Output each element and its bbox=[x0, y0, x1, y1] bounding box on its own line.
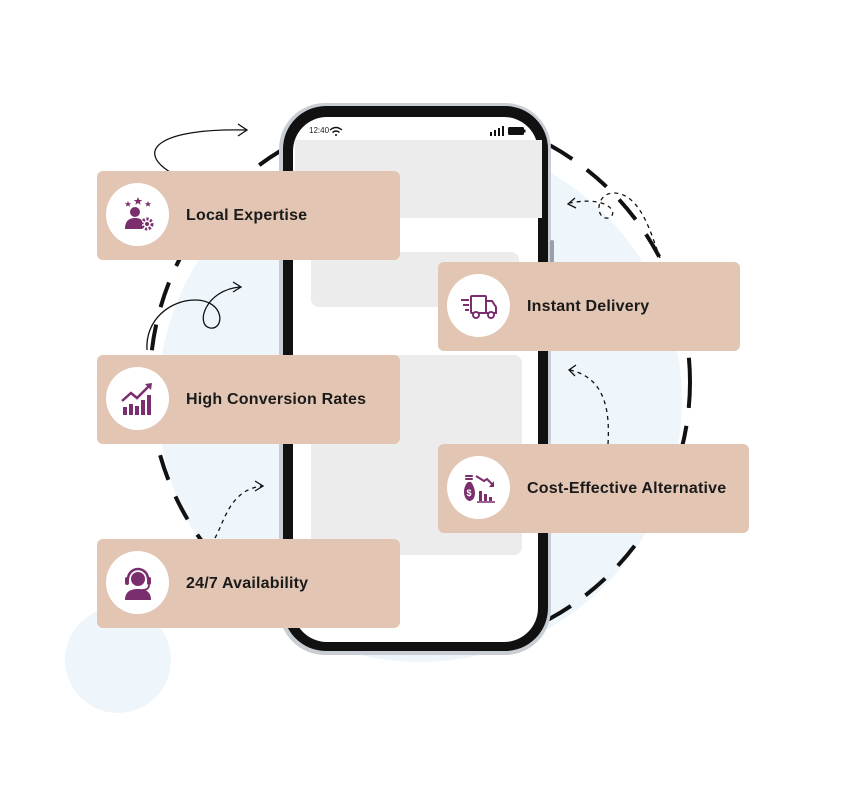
feature-card-local-expertise: Local Expertise bbox=[97, 171, 400, 260]
feature-label: Instant Delivery bbox=[527, 297, 650, 315]
top-swirl-arrow bbox=[154, 129, 247, 173]
growth-chart-icon bbox=[120, 382, 152, 415]
feature-card-high-conversion: High Conversion Rates bbox=[97, 355, 400, 444]
icon-badge: $ bbox=[447, 456, 510, 519]
headset-support-icon bbox=[124, 567, 151, 600]
feature-label: 24/7 Availability bbox=[186, 574, 309, 592]
wifi-icon bbox=[329, 126, 343, 136]
battery-icon bbox=[508, 127, 526, 135]
loop-arrow bbox=[146, 286, 241, 351]
icon-badge bbox=[106, 183, 169, 246]
dashed-arrow-top-right bbox=[569, 192, 661, 259]
money-bag-decline-icon: $ bbox=[463, 474, 495, 503]
small-accent-circle bbox=[65, 607, 171, 713]
icon-badge bbox=[447, 274, 510, 337]
status-bar-time: 12:40 bbox=[309, 126, 330, 135]
feature-label: Cost-Effective Alternative bbox=[527, 479, 727, 497]
feature-label: Local Expertise bbox=[186, 206, 308, 224]
expert-user-gear-icon bbox=[124, 196, 153, 230]
icon-badge bbox=[106, 551, 169, 614]
signal-icon bbox=[490, 126, 504, 136]
feature-card-instant-delivery: Instant Delivery bbox=[438, 262, 740, 351]
feature-card-availability: 24/7 Availability bbox=[97, 539, 400, 628]
feature-label: High Conversion Rates bbox=[186, 390, 367, 408]
dashed-arrow-right-middle bbox=[569, 369, 610, 445]
feature-card-cost-effective: $ Cost-Effective Alternative bbox=[438, 444, 749, 533]
delivery-truck-icon bbox=[460, 294, 497, 319]
svg-text:$: $ bbox=[466, 488, 471, 498]
dashed-arrow-lower-left bbox=[214, 485, 263, 539]
icon-badge bbox=[106, 367, 169, 430]
